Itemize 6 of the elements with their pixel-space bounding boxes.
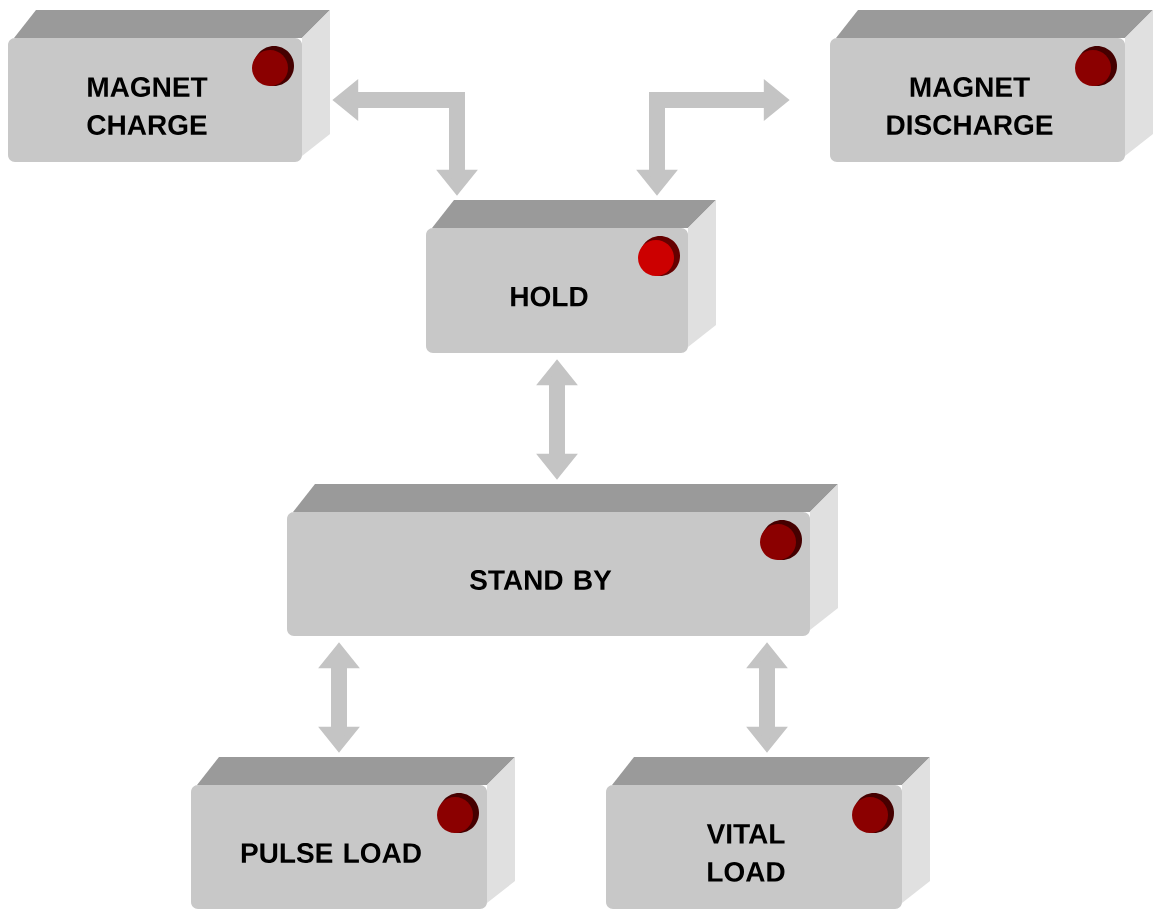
box: MAGNET CHARGE [8, 10, 330, 162]
box: VITAL LOAD [606, 757, 930, 909]
box: MAGNET DISCHARGE [830, 10, 1153, 162]
box: PULSE LOAD [191, 757, 515, 909]
box: HOLD [426, 200, 716, 353]
box: STAND BY [287, 484, 838, 636]
